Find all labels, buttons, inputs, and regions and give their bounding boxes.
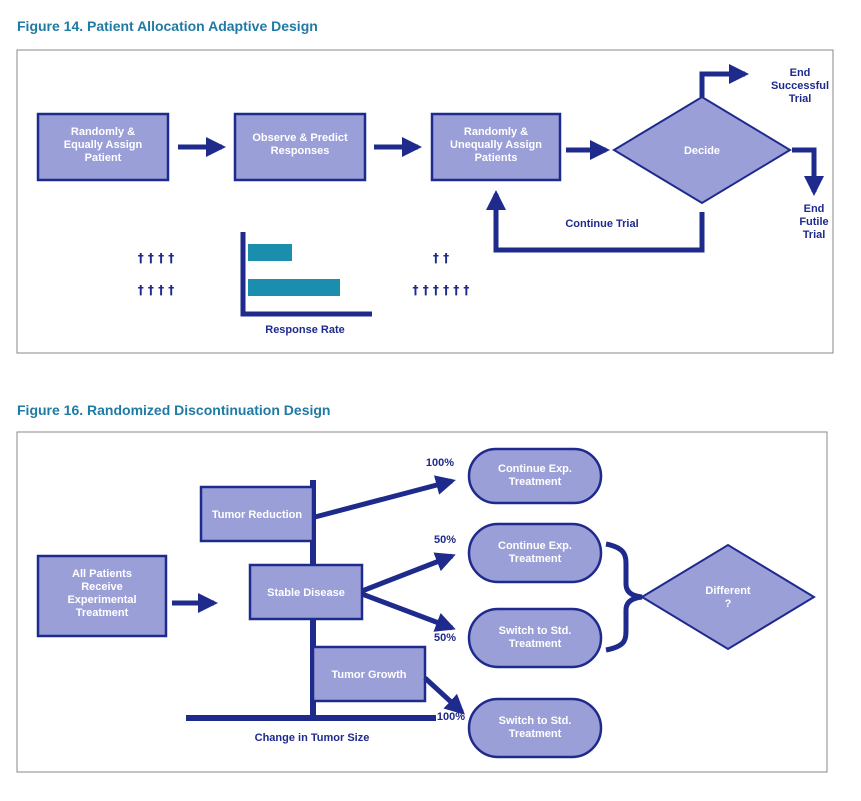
figure-14-title: Figure 14. Patient Allocation Adaptive D… <box>17 18 318 34</box>
figure-16-title: Figure 16. Randomized Discontinuation De… <box>17 402 330 418</box>
box1-line2: Equally Assign <box>64 139 143 151</box>
box-tumor-reduction: Tumor Reduction <box>199 485 315 543</box>
different-diamond: Different ? <box>640 543 816 651</box>
box-randomly-equally-assign: Randomly & Equally Assign Patient <box>36 112 170 182</box>
pct-label-bottom: 100% <box>437 711 465 723</box>
all-patients-line2: Receive <box>81 581 123 593</box>
outcome-continue-exp-2: Continue Exp. Treatment <box>467 522 603 584</box>
outcome3-line2: Treatment <box>509 638 562 650</box>
response-bar-2 <box>248 279 340 296</box>
response-bar-1 <box>248 244 292 261</box>
outcome-switch-std-1: Switch to Std. Treatment <box>467 607 603 669</box>
box-stable-disease: Stable Disease <box>248 563 364 621</box>
box2-line2: Responses <box>271 145 330 157</box>
stable-disease-label: Stable Disease <box>267 587 345 599</box>
box3-line2: Unequally Assign <box>450 139 542 151</box>
response-rate-chart: Response Rate <box>240 232 372 336</box>
pct-label-mid-upper: 50% <box>434 534 456 546</box>
tumor-growth-label: Tumor Growth <box>332 669 407 681</box>
arrow-to-outcome2 <box>361 552 456 594</box>
end-futile-line2: Futile <box>799 216 828 228</box>
box-observe-predict: Observe & Predict Responses <box>233 112 367 182</box>
figure-14-frame <box>16 49 834 354</box>
decide-diamond: Decide <box>612 95 792 205</box>
people-icons-left-row2: † † † † <box>138 283 175 297</box>
end-futile-line1: End <box>804 203 825 215</box>
arrow-continue-trial <box>486 190 705 253</box>
different-line2: ? <box>725 598 732 610</box>
box-randomly-unequally-assign: Randomly & Unequally Assign Patients <box>430 112 562 182</box>
outcome1-line2: Treatment <box>509 476 562 488</box>
all-patients-line1: All Patients <box>72 568 132 580</box>
response-rate-label: Response Rate <box>265 324 344 336</box>
people-icons-right-row1: † † <box>433 251 449 265</box>
continue-trial-label: Continue Trial <box>565 218 638 230</box>
outcome2-line2: Treatment <box>509 553 562 565</box>
arrow-to-outcome3 <box>361 591 456 632</box>
arrow-end-successful <box>699 64 749 97</box>
people-icons-right-row2: † † † † † † <box>413 283 470 297</box>
outcome-continue-exp-1: Continue Exp. Treatment <box>467 447 603 505</box>
end-successful-line2: Successful <box>771 80 829 92</box>
box1-line1: Randomly & <box>71 126 135 138</box>
end-successful-line3: Trial <box>789 93 812 105</box>
arrow-to-outcome4 <box>423 676 465 715</box>
outcome1-line1: Continue Exp. <box>498 463 572 475</box>
box2-line1: Observe & Predict <box>252 132 348 144</box>
outcome4-line1: Switch to Std. <box>499 715 572 727</box>
outcome2-line1: Continue Exp. <box>498 540 572 552</box>
box3-line3: Patients <box>475 152 518 164</box>
arrow-to-outcome1 <box>314 475 456 520</box>
box-all-patients: All Patients Receive Experimental Treatm… <box>36 554 168 638</box>
box-tumor-growth: Tumor Growth <box>311 645 427 703</box>
outcome4-line2: Treatment <box>509 728 562 740</box>
pct-label-mid-lower: 50% <box>434 632 456 644</box>
box3-line1: Randomly & <box>464 126 528 138</box>
tumor-reduction-label: Tumor Reduction <box>212 509 303 521</box>
outcome3-line1: Switch to Std. <box>499 625 572 637</box>
box1-line3: Patient <box>85 152 122 164</box>
end-futile-line3: Trial <box>803 229 826 241</box>
pct-label-top: 100% <box>426 457 454 469</box>
outcome-switch-std-2: Switch to Std. Treatment <box>467 697 603 759</box>
all-patients-line4: Treatment <box>76 607 129 619</box>
decide-label: Decide <box>684 145 720 157</box>
different-line1: Different <box>705 585 751 597</box>
all-patients-line3: Experimental <box>67 594 136 606</box>
arrow-end-futile <box>792 147 824 196</box>
end-successful-line1: End <box>790 67 811 79</box>
change-in-tumor-size-label: Change in Tumor Size <box>255 732 370 744</box>
people-icons-left-row1: † † † † <box>138 251 175 265</box>
